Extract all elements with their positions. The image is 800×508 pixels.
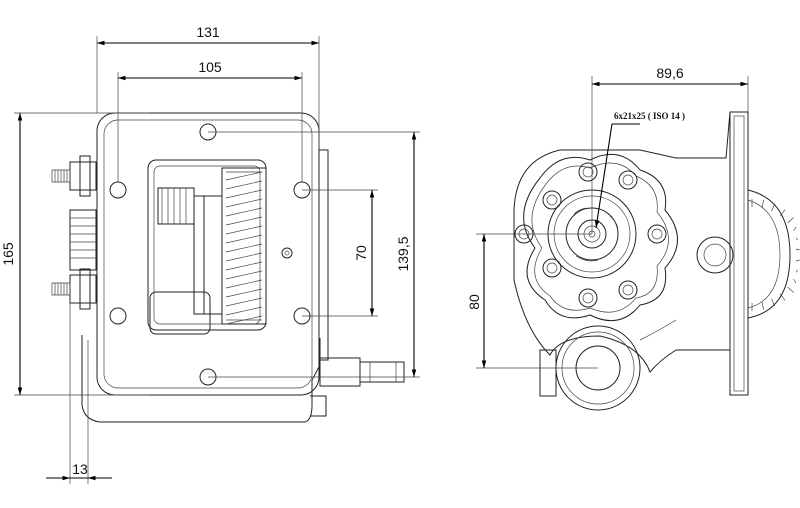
gear-tooth bbox=[225, 198, 263, 208]
side-gear-tooth bbox=[787, 286, 794, 293]
gear-tooth bbox=[225, 306, 263, 316]
gear-tooth bbox=[225, 243, 263, 253]
inner-window bbox=[147, 159, 267, 331]
shaft-spec-note: 6x21x25 ( ISO 14 ) bbox=[614, 111, 685, 121]
gear-tooth bbox=[225, 315, 263, 325]
flange-bolts bbox=[514, 162, 667, 308]
pinion bbox=[157, 187, 195, 225]
side-gear-tooth bbox=[779, 209, 786, 217]
dim-131: 131 bbox=[196, 24, 220, 40]
side-gear-tooth bbox=[793, 278, 797, 284]
gear-tooth bbox=[225, 270, 263, 280]
gear-tooth bbox=[225, 288, 263, 298]
side-gear-tooth bbox=[761, 200, 764, 209]
dimension-lines bbox=[14, 36, 749, 484]
side-gear-tooth bbox=[793, 226, 797, 232]
mounting-hole bbox=[109, 307, 127, 325]
gear-tooth bbox=[225, 171, 263, 181]
stud-upper bbox=[51, 155, 97, 197]
side-gear-tooth bbox=[779, 293, 786, 301]
side-gear bbox=[747, 189, 800, 319]
flange-plate bbox=[96, 112, 320, 396]
side-gear-tooth bbox=[795, 269, 798, 273]
gear-tooth bbox=[225, 225, 263, 235]
dim-70: 70 bbox=[353, 245, 369, 261]
front-view bbox=[513, 111, 800, 411]
gear-tooth bbox=[225, 234, 263, 244]
dim-80: 80 bbox=[466, 294, 482, 310]
side-gear-tooth bbox=[795, 237, 798, 241]
gear-tooth bbox=[225, 261, 263, 271]
side-gear-tooth bbox=[795, 259, 800, 262]
helical-gear bbox=[221, 167, 267, 325]
side-gear-tooth bbox=[787, 217, 794, 224]
housing-outline bbox=[513, 111, 749, 396]
dim-13: 13 bbox=[72, 461, 88, 477]
dim-105: 105 bbox=[198, 59, 222, 75]
gear-tooth bbox=[225, 252, 263, 262]
gear-tooth bbox=[225, 180, 263, 190]
gear-tooth bbox=[225, 207, 263, 217]
main-flange bbox=[523, 153, 678, 322]
side-gear-tooth bbox=[795, 248, 800, 251]
side-gear-tooth bbox=[771, 298, 776, 307]
gear-tooth bbox=[225, 216, 263, 226]
stud-lower bbox=[51, 268, 97, 310]
side-gear-tooth bbox=[761, 301, 764, 310]
side-view bbox=[51, 112, 405, 423]
dim-139-5: 139,5 bbox=[395, 236, 411, 271]
gear-tooth bbox=[225, 279, 263, 289]
gear-tooth bbox=[225, 189, 263, 199]
side-gear-tooth bbox=[771, 203, 776, 212]
gear-tooth bbox=[225, 297, 263, 307]
dim-165: 165 bbox=[0, 242, 16, 266]
dim-89-6: 89,6 bbox=[656, 65, 683, 81]
mounting-hole bbox=[109, 181, 127, 199]
input-spline bbox=[69, 209, 97, 271]
output-shaft bbox=[319, 357, 405, 387]
